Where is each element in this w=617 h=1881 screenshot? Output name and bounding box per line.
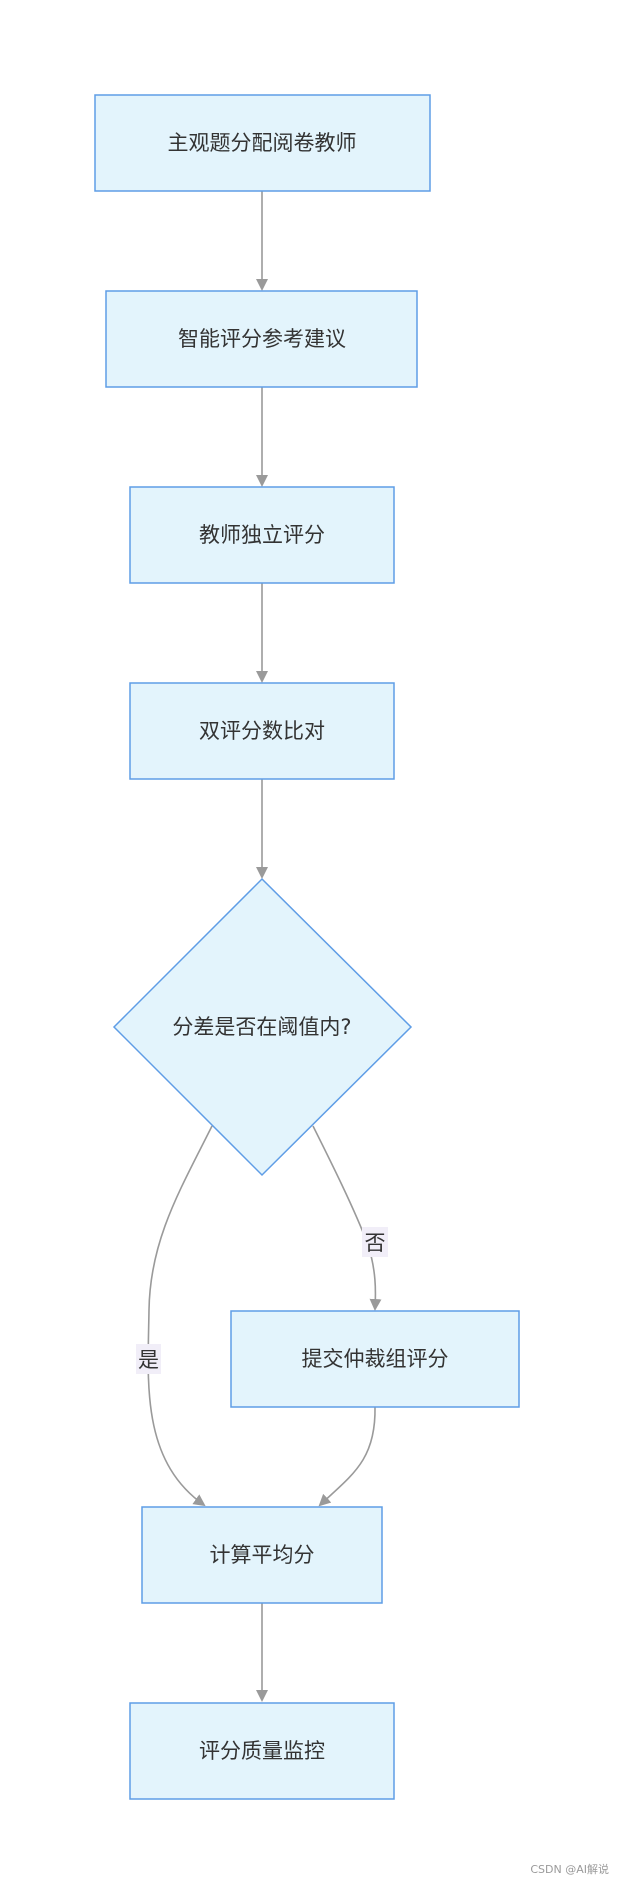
node-independent-label: 教师独立评分	[199, 523, 325, 547]
edge-threshold-no-to-arbitration	[312, 1125, 382, 1311]
node-assign: 主观题分配阅卷教师	[94, 94, 431, 192]
edge-label-no: 否	[365, 1231, 386, 1255]
edge-label-no-bg	[362, 1227, 388, 1257]
node-assign-label: 主观题分配阅卷教师	[168, 131, 357, 155]
node-ai-suggest: 智能评分参考建议	[105, 290, 418, 388]
node-compare-label: 双评分数比对	[199, 719, 325, 743]
node-average: 计算平均分	[141, 1506, 383, 1604]
watermark: CSDN @AI解说	[530, 1863, 609, 1876]
node-arbitration: 提交仲裁组评分	[230, 1310, 520, 1408]
node-threshold: 分差是否在阈值内?	[112, 877, 413, 1177]
edge-arbitration-to-average	[318, 1406, 376, 1507]
node-compare: 双评分数比对	[129, 682, 395, 780]
node-threshold-label: 分差是否在阈值内?	[172, 1015, 351, 1039]
node-average-label: 计算平均分	[210, 1543, 315, 1567]
edge-label-yes-bg	[136, 1344, 161, 1374]
node-monitor: 评分质量监控	[129, 1702, 395, 1800]
edge-threshold-yes-to-average	[147, 1125, 213, 1507]
node-ai-suggest-label: 智能评分参考建议	[178, 327, 346, 351]
node-monitor-label: 评分质量监控	[199, 1739, 325, 1763]
node-arbitration-label: 提交仲裁组评分	[302, 1347, 449, 1371]
edge-label-yes: 是	[138, 1348, 159, 1372]
node-independent: 教师独立评分	[129, 486, 395, 584]
